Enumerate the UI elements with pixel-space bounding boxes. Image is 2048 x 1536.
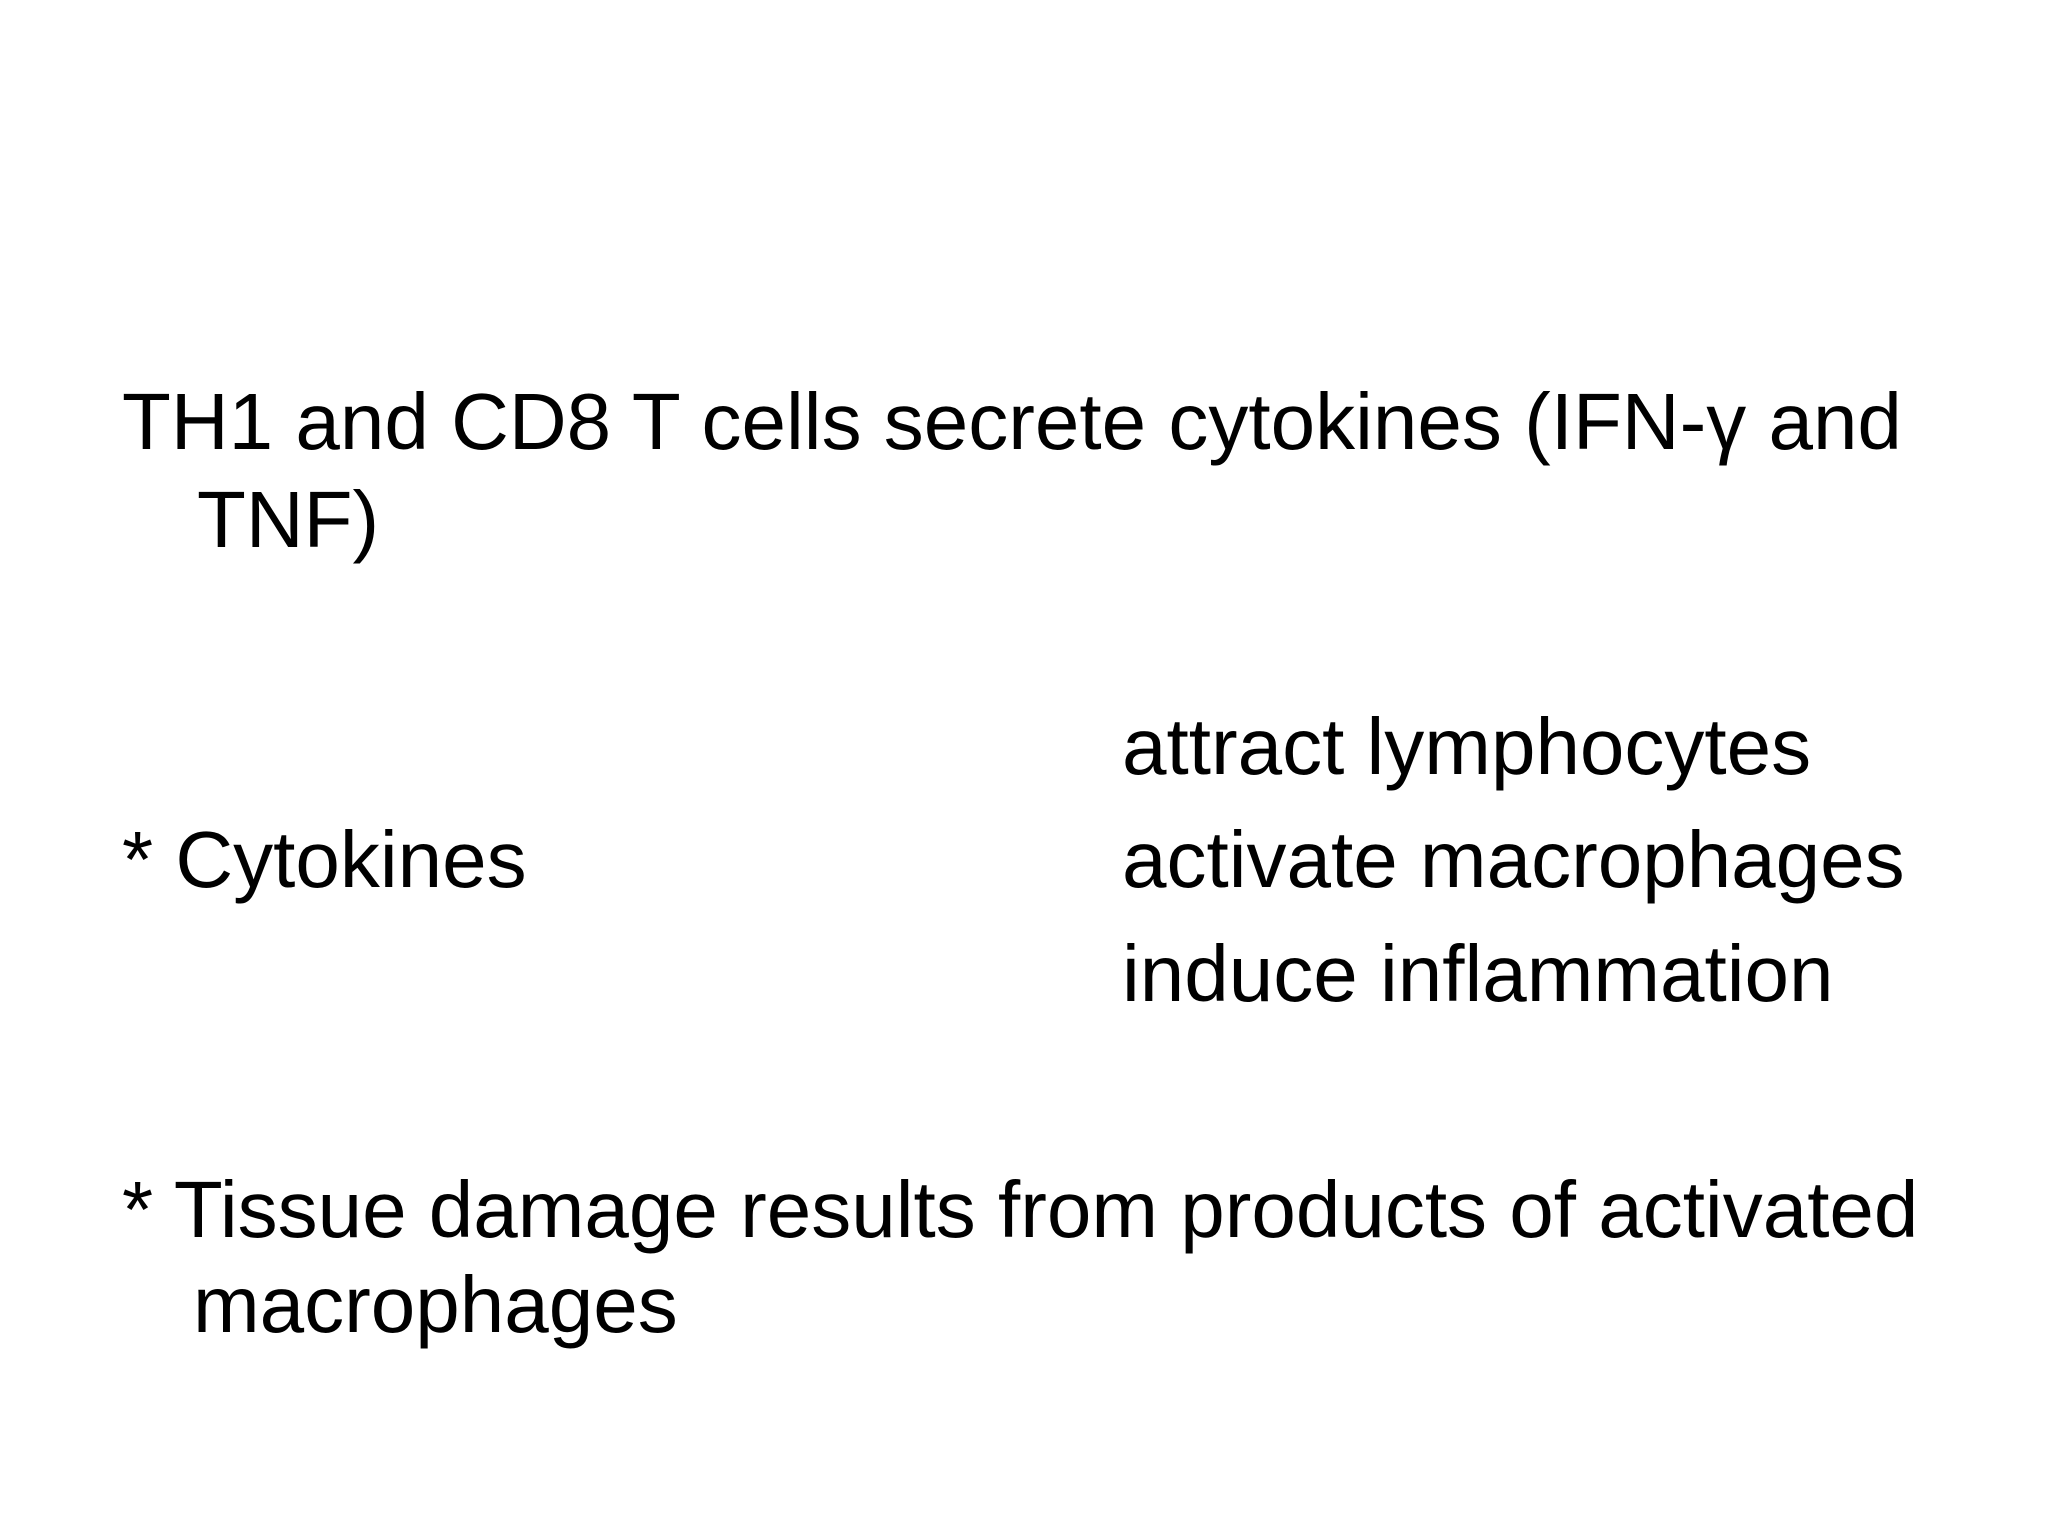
intro-text-line-1: TH1 and CD8 T cells secrete cytokines (I…: [122, 377, 1902, 466]
cytokine-effect-activate-macrophages: activate macrophages: [1122, 815, 1905, 904]
tissue-damage-text-line-2: macrophages: [193, 1260, 678, 1349]
cytokines-bullet-label: * Cytokines: [122, 815, 527, 904]
intro-text-line-2: TNF): [197, 475, 380, 564]
tissue-damage-text-line-1: * Tissue damage results from products of…: [122, 1165, 1919, 1254]
cytokine-effect-attract-lymphocytes: attract lymphocytes: [1122, 702, 1812, 791]
cytokine-effect-induce-inflammation: induce inflammation: [1122, 929, 1834, 1018]
